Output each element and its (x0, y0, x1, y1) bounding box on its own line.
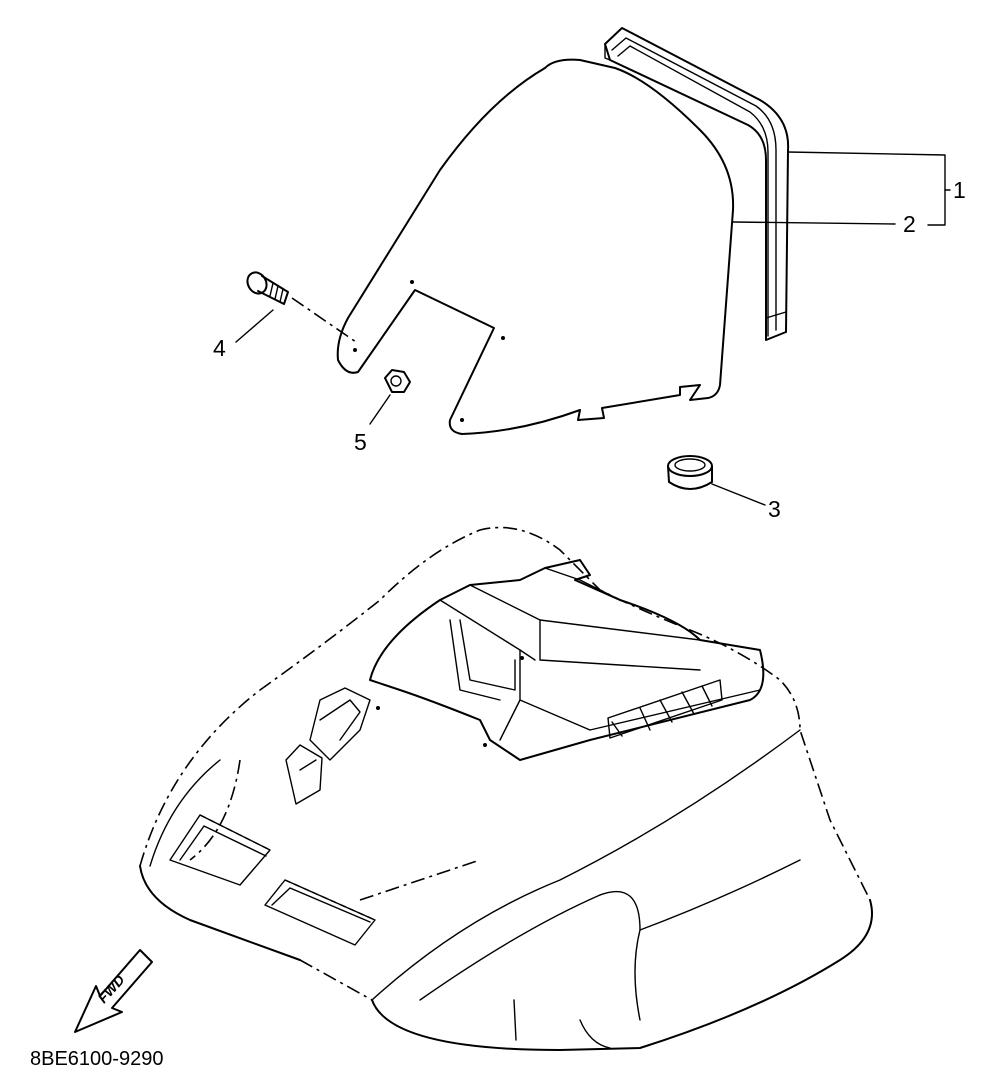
callout-line-3 (711, 483, 766, 506)
seal-strip (604, 27, 790, 341)
grommet (667, 455, 713, 490)
fwd-label: FWD (94, 972, 127, 1006)
bolt (246, 271, 289, 305)
callout-bracket-1 (927, 189, 946, 226)
bolt-alignment-line (291, 297, 357, 343)
callout-3: 3 (768, 496, 781, 522)
callout-1: 1 (953, 177, 966, 203)
drawing-id: 8BE6100-9290 (30, 1048, 163, 1070)
fwd-arrow: FWD (74, 949, 153, 1033)
cover-plate (336, 58, 735, 435)
callout-4: 4 (213, 335, 226, 361)
callout-5: 5 (354, 429, 367, 455)
callout-line-1 (787, 151, 951, 191)
callout-line-2 (732, 221, 896, 225)
top-cowling (139, 526, 873, 1051)
callout-line-5 (369, 394, 391, 425)
callout-2: 2 (903, 211, 916, 237)
nut (384, 369, 411, 393)
callout-line-4 (235, 309, 274, 343)
callout-lines (235, 151, 951, 506)
